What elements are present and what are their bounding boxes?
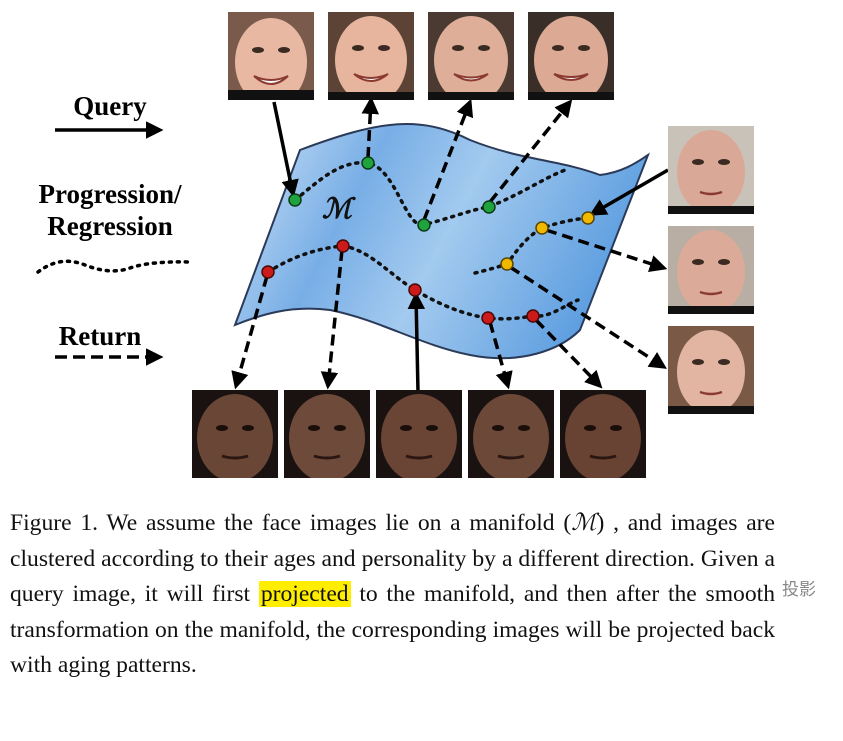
face-young-4 [528,12,614,100]
caption-manifold-symbol: ℳ [571,508,597,536]
woman-path [473,216,590,275]
return-arrow-man-5 [534,318,603,389]
return-arrow-young-2 [361,96,380,159]
figure-1: Query Progression/ Regression Return ℳ [20,12,754,478]
man-node [481,311,495,325]
query-arrow-woman [588,168,669,216]
face-young-1 [228,12,314,100]
young-node [417,218,431,232]
face-man-1 [192,390,278,478]
woman-node [500,257,514,271]
legend-query-label: Query [73,91,147,121]
woman-nodes [500,211,595,271]
return-arrow-man-1 [231,275,269,390]
woman-node [581,211,595,225]
face-young-3 [428,12,514,100]
young-node [288,193,302,207]
query-arrow-young [272,101,299,198]
face-man-3 [376,390,462,478]
caption-part-2: ) , and images are clustered according t… [10,510,775,607]
man-nodes [261,239,540,325]
legend-progression-label: Progression/ Regression [20,178,200,242]
man-node [336,239,350,253]
query-arrow-man [407,291,426,393]
face-woman-3 [668,326,754,414]
legend-return-label: Return [58,321,142,351]
translation-tooltip[interactable]: 投影 [782,580,816,600]
caption-part-1: Figure 1. We assume the face images lie … [10,510,572,536]
man-node [526,309,540,323]
manifold-diagram: ℳ [36,96,669,393]
legend-progression-line1: Progression/ [38,179,182,209]
man-node [408,283,422,297]
caption-highlighted-word[interactable]: projected [258,581,351,607]
young-node [361,156,375,170]
caption-part-3: to the manifold, and then after the smoo… [10,581,776,678]
young-node [482,200,496,214]
return-arrow-young-3 [422,98,474,221]
legend-progression-line2: Regression [47,211,173,241]
return-arrow-young-4 [488,99,573,204]
man-node [261,265,275,279]
legend-progression-wavy-line [36,259,192,274]
return-arrow-man-4 [488,321,513,390]
face-man-5 [560,390,646,478]
face-man-4 [468,390,554,478]
face-woman-2 [668,226,754,314]
face-woman-1 [668,126,754,214]
manifold-symbol: ℳ [322,192,356,225]
young-nodes [288,156,496,232]
return-arrow-woman-3 [509,265,667,369]
return-arrow-woman-2 [545,228,668,273]
figure-caption: Figure 1. We assume the face images lie … [10,505,775,684]
face-man-2 [284,390,370,478]
return-arrow-man-2 [320,249,344,390]
face-young-2 [328,12,414,100]
woman-node [535,221,549,235]
caption-paragraph: Figure 1. We assume the face images lie … [10,505,775,684]
